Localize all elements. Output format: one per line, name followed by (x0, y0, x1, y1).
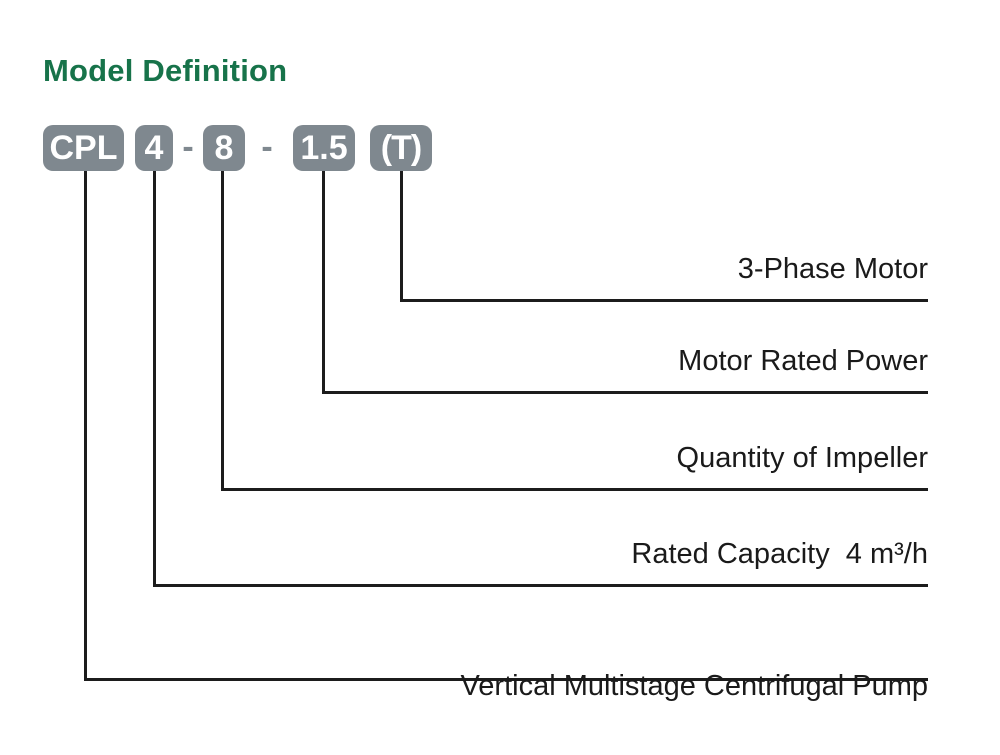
callout-label-impeller: Quantity of Impeller (676, 442, 928, 474)
callout-line-phase-vertical (400, 171, 403, 302)
callout-line-capacity-horizontal (153, 584, 928, 587)
code-segment-capacity: 4 (135, 125, 173, 171)
code-separator: - (261, 128, 273, 166)
callout-line-series-vertical (84, 171, 87, 681)
callout-line-power-vertical (322, 171, 325, 394)
callout-label-series: Vertical Multistage Centrifugal Pump (Bo… (461, 596, 928, 755)
code-segment-impeller-count: 8 (203, 125, 245, 171)
code-segment-power: 1.5 (293, 125, 355, 171)
code-separator: - (182, 128, 194, 166)
page-title: Model Definition (43, 53, 288, 88)
code-segment-series: CPL (43, 125, 124, 171)
callout-label-phase: 3-Phase Motor (737, 253, 928, 285)
callout-line-impeller-vertical (221, 171, 224, 491)
callout-line-capacity-vertical (153, 171, 156, 587)
callout-line-power-horizontal (322, 391, 928, 394)
code-segment-phase: (T) (370, 125, 432, 171)
callout-line-phase-horizontal (400, 299, 928, 302)
callout-label-capacity: Rated Capacity 4 m³/h (631, 538, 928, 570)
callout-label-series-line1: Vertical Multistage Centrifugal Pump (460, 670, 928, 702)
callout-line-series-horizontal (84, 678, 928, 681)
callout-line-impeller-horizontal (221, 488, 928, 491)
callout-label-power: Motor Rated Power (678, 345, 928, 377)
